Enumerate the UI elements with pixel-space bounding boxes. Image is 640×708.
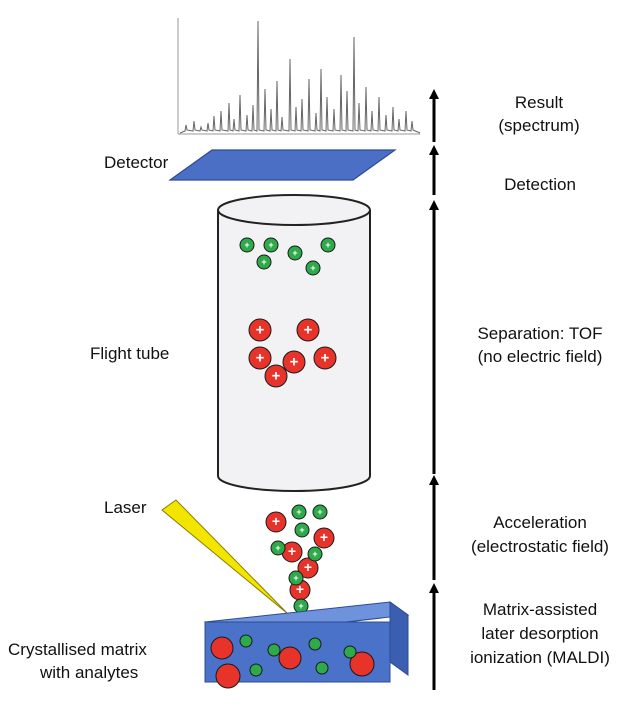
ion-charge-label: + [304, 559, 312, 575]
ion-charge-label: + [272, 513, 280, 529]
laser-label: Laser [104, 498, 147, 517]
detection-label: Detection [504, 175, 576, 194]
laser-beam [161, 499, 289, 615]
ion-charge-label: + [321, 350, 330, 367]
separation-label-line2: (no electric field) [478, 347, 603, 366]
matrix-small-analyte [308, 637, 322, 651]
large-ion: + [282, 350, 306, 374]
ion-charge-label: + [317, 507, 322, 517]
small-ion: + [320, 237, 336, 253]
separation-label-line1: Separation: TOF [477, 324, 602, 343]
ion-charge-label: + [310, 263, 315, 273]
large-ion: + [296, 318, 320, 342]
ion-charge-label: + [244, 240, 249, 250]
matrix-large-analyte [215, 663, 241, 689]
matrix-small-analyte [239, 634, 253, 648]
small-ion: + [305, 260, 321, 276]
small-ion: + [263, 237, 279, 253]
ion-charge-label: + [296, 507, 301, 517]
ion-plume: ++++++++++++ [265, 504, 335, 614]
matrix-small-analyte [267, 643, 281, 657]
matrix-large-analyte [278, 646, 302, 670]
ion-charge-label: + [304, 322, 313, 339]
large-ion: + [297, 557, 319, 579]
small-ion: + [291, 504, 307, 520]
maldi-label-line2: later desorption [481, 624, 598, 643]
small-ion: + [288, 570, 304, 586]
detector-label: Detector [104, 153, 169, 172]
matrix-label-line2: with analytes [39, 663, 138, 682]
large-ion: + [248, 318, 272, 342]
detector-plate [168, 149, 397, 181]
ion-charge-label: + [256, 322, 265, 339]
flight-tube-label: Flight tube [90, 344, 169, 363]
matrix-label-line1: Crystallised matrix [8, 640, 147, 659]
mass-spectrum [177, 18, 421, 135]
matrix-large-analyte [210, 636, 234, 660]
ion-charge-label: + [325, 240, 330, 250]
ion-charge-label: + [288, 543, 296, 559]
maldi-label-line3: ionization (MALDI) [470, 648, 610, 667]
large-ion: + [281, 541, 303, 563]
small-ion: + [239, 237, 255, 253]
ion-charge-label: + [292, 248, 297, 258]
result-label-line2: (spectrum) [498, 116, 579, 135]
small-ion: + [312, 504, 328, 520]
ion-charge-label: + [320, 529, 328, 545]
ion-charge-label: + [256, 350, 265, 367]
ion-charge-label: + [290, 354, 299, 371]
matrix-large-analyte [349, 651, 375, 677]
ion-charge-label: + [299, 525, 304, 535]
large-ion: + [248, 346, 272, 370]
small-ion: + [287, 245, 303, 261]
large-ion-group-tube: + + + + + + [248, 318, 337, 388]
ion-charge-label: + [293, 573, 298, 583]
ion-charge-label: + [298, 601, 303, 611]
small-ion: + [307, 546, 323, 562]
acceleration-label-line2: (electrostatic field) [471, 537, 609, 556]
ion-charge-label: + [312, 549, 317, 559]
ion-charge-label: + [296, 581, 304, 597]
small-ion: + [270, 540, 286, 556]
matrix-small-analyte [315, 661, 329, 675]
ion-charge-label: + [272, 368, 281, 385]
large-ion: + [313, 346, 337, 370]
acceleration-label-line1: Acceleration [493, 513, 587, 532]
large-ion: + [265, 511, 287, 533]
small-ion: + [256, 254, 272, 270]
maldi-label-line1: Matrix-assisted [483, 600, 597, 619]
flight-tube [217, 194, 371, 492]
large-ion: + [264, 364, 288, 388]
small-ion: + [294, 522, 310, 538]
matrix-analytes [210, 634, 375, 689]
large-ion: + [313, 527, 335, 549]
ion-charge-label: + [261, 257, 266, 267]
result-label-line1: Result [515, 93, 563, 112]
ion-charge-label: + [268, 240, 273, 250]
matrix-small-analyte [343, 645, 357, 659]
small-ion-group-tube: ++++++ [239, 237, 336, 276]
ion-charge-label: + [275, 543, 280, 553]
matrix-small-analyte [249, 663, 263, 677]
